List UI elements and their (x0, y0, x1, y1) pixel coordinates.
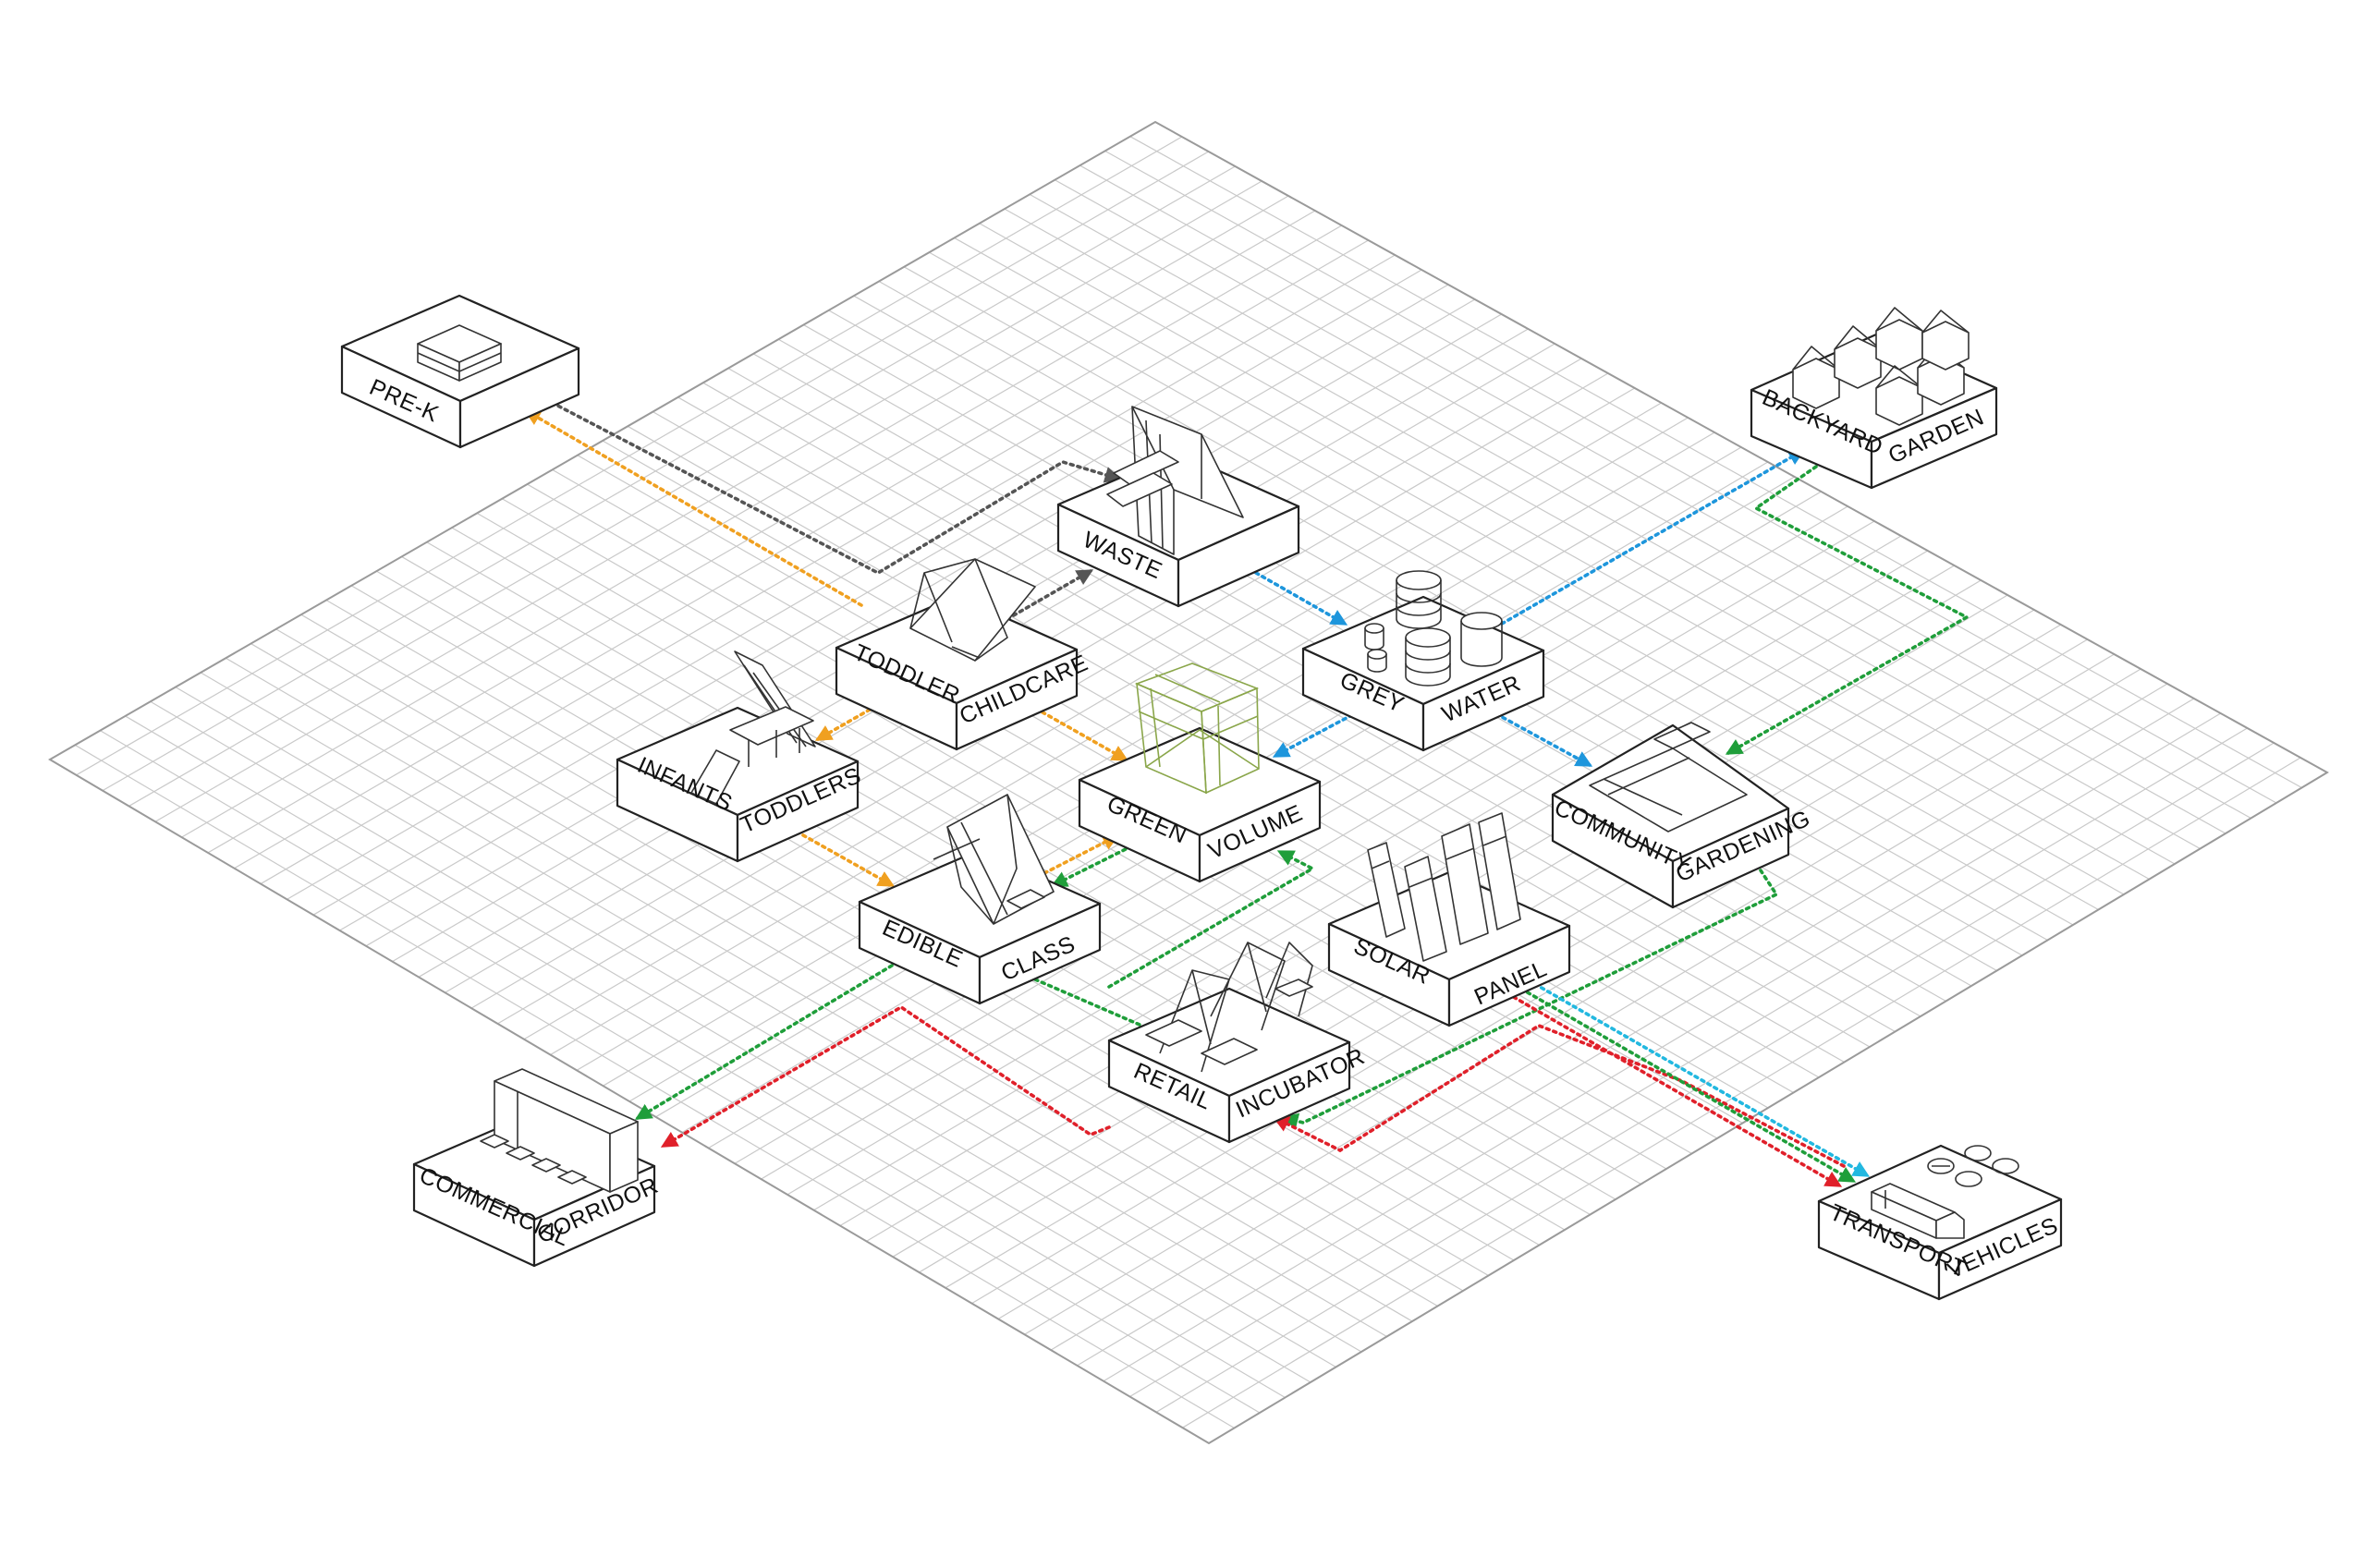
greenhouse-class-icon (933, 794, 1055, 925)
grid-line (200, 672, 1362, 1353)
grid-line (250, 643, 1413, 1322)
grid-line (761, 520, 1875, 1180)
grid-line (100, 730, 1261, 1414)
flow-solar-panel-to-transport-vehicles (1514, 971, 1871, 1177)
node-backyard-garden: BACKYARD GARDEN (1750, 307, 1998, 490)
grid-line (1077, 698, 2195, 1367)
grid-line (125, 715, 1286, 1399)
flow-backyard-garden-to-community-gardening (1725, 465, 1970, 755)
grid-line (476, 512, 1641, 1185)
flow-grey-water-to-backyard-garden (1500, 449, 1806, 626)
grid-border (48, 120, 2329, 1445)
flow-transport-vehicles-to-retail-incubator (1272, 1023, 1846, 1168)
grid-line (1155, 742, 2275, 1413)
grid-line (175, 687, 1336, 1368)
node-community-gardening: COMMUNITY GARDENING (1551, 722, 1814, 909)
flow-community-gardening-to-retail-incubator (1281, 869, 1779, 1130)
isometric-ground-grid (48, 120, 2329, 1445)
flow-grey-water-to-community-gardening (1482, 705, 1593, 767)
water-tanks-icon (1364, 570, 1503, 687)
node-solar-panel: SOLAR PANEL (1327, 812, 1571, 1027)
flow-toddler-childcare-to-infants-toddlers (814, 700, 884, 741)
storefront-icon (480, 1068, 639, 1193)
node-prek: PRE-K (340, 294, 580, 449)
garden-beds-icon (1589, 722, 1748, 833)
flow-solar-panel-to-transport-vehicles (1500, 976, 1857, 1183)
flow-solar-panel-to-transport-vehicles (1486, 980, 1843, 1187)
flow-green-volume-to-edible-class (1050, 841, 1140, 887)
grid-line (787, 535, 1902, 1196)
grid-line (1024, 668, 2141, 1335)
grid-line (150, 700, 1311, 1383)
grid-line (225, 657, 1387, 1338)
flow-grey-water-to-green-volume (1272, 710, 1360, 758)
flow-prek-to-waste (543, 397, 1122, 576)
building-block-icon (417, 324, 502, 382)
flow-edible-class-to-commercial-corridor (634, 964, 894, 1120)
flow-edible-class-to-green-volume (1043, 834, 1120, 875)
solar-panels-icon (1367, 812, 1521, 962)
grid-line (1103, 712, 2222, 1382)
node-transport-vehicles: TRANSPORT VEHICLES (1817, 1144, 2063, 1301)
grid-line (1050, 683, 2168, 1351)
grid-line (813, 550, 1929, 1211)
grid-line (501, 498, 1667, 1170)
flow-retail-incubator-to-commercial-corridor (660, 1004, 1111, 1148)
market-frames-icon (1145, 942, 1313, 1073)
grid-line (1129, 727, 2248, 1398)
flow-connections (523, 397, 1970, 1187)
node-waste: WASTE (1056, 406, 1300, 608)
flow-retail-incubator-to-green-volume (1107, 850, 1316, 989)
grid-line (74, 744, 1235, 1429)
node-retail-incubator: RETAIL INCUBATOR (1107, 942, 1369, 1144)
flow-toddler-childcare-to-prek (523, 409, 863, 607)
flow-infants-toddlers-to-edible-class (795, 830, 896, 887)
flow-waste-to-grey-water (1241, 564, 1348, 626)
grid-line (275, 628, 1438, 1307)
grid-line (1182, 757, 2301, 1428)
node-edible-class: EDIBLE CLASS (858, 794, 1102, 1005)
houses-icon (1792, 307, 1970, 426)
a-frame-house-icon (909, 558, 1036, 662)
node-grey-water: GREY WATER (1301, 570, 1545, 752)
green-lattice-icon (1134, 662, 1260, 795)
node-green-volume: GREEN VOLUME (1078, 662, 1322, 883)
grid-line (997, 653, 2115, 1319)
classroom-furniture-icon (690, 650, 816, 805)
truck-and-cars-icon (1871, 1145, 2019, 1239)
sorting-shed-icon (1106, 406, 1244, 555)
